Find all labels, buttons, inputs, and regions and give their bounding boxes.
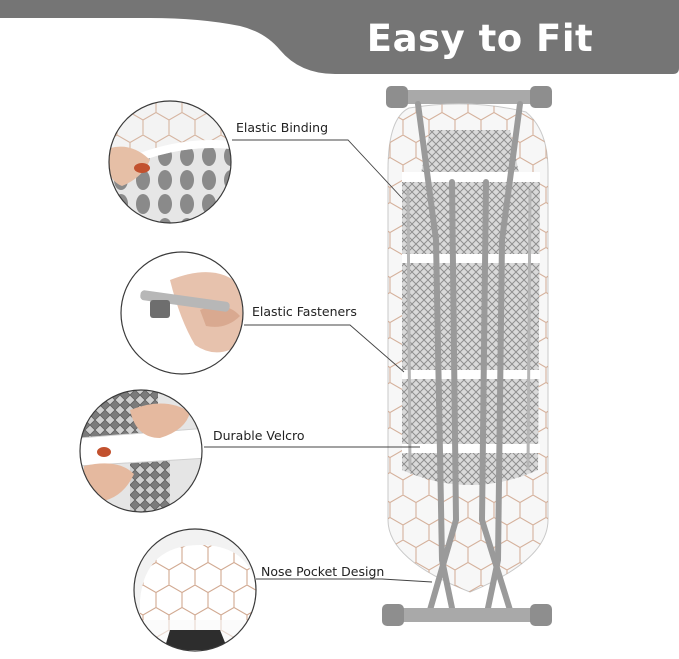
banner-shape — [0, 0, 679, 74]
callout-durable-velcro: Durable Velcro — [213, 428, 305, 443]
elastic-binding-detail-icon — [108, 100, 232, 224]
velcro-strap-icon — [79, 389, 203, 513]
elastic-fastener-clip-icon — [120, 251, 244, 375]
callout-elastic-binding: Elastic Binding — [236, 120, 328, 135]
leader-lines — [204, 139, 433, 583]
banner-title: Easy to Fit — [366, 17, 594, 60]
nose-pocket-icon — [133, 528, 257, 652]
callout-elastic-fasteners: Elastic Fasteners — [252, 304, 357, 319]
ironing-board-icon — [382, 86, 552, 626]
callout-nose-pocket-design: Nose Pocket Design — [261, 564, 385, 579]
